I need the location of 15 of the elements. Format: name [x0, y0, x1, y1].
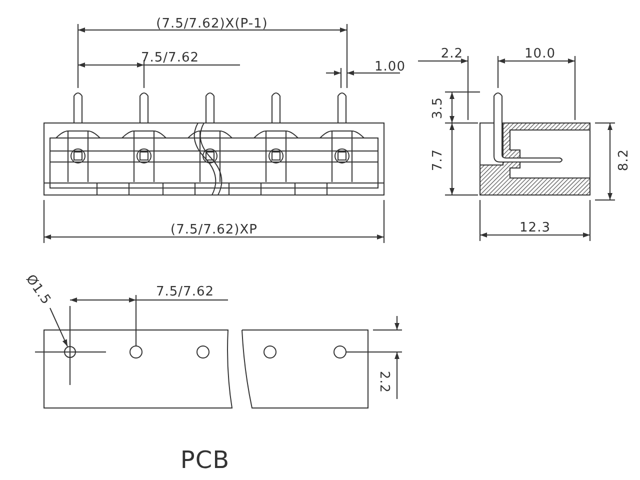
- dimension-label: (7.5/7.62)XP: [170, 224, 258, 236]
- dimension-label: 1.00: [374, 60, 406, 74]
- mounting-hole: [64, 346, 76, 358]
- dimension-label: 3.5: [432, 96, 444, 120]
- dimension-label: 8.2: [618, 148, 630, 172]
- dimension-label: 12.3: [520, 222, 550, 234]
- dimension-label: 7.5/7.62: [156, 286, 214, 298]
- dimension-label: 10.0: [524, 48, 556, 60]
- view-title: PCB: [180, 448, 230, 472]
- leader-line: [50, 308, 68, 348]
- dimension-label: 2.2: [378, 370, 390, 394]
- dimension-label: 7.5/7.62: [141, 52, 199, 64]
- dimension-label: (7.5/7.62)X(P-1): [156, 18, 268, 30]
- dimension-label: 2.2: [440, 48, 464, 60]
- dimension-label: 7.7: [432, 148, 444, 172]
